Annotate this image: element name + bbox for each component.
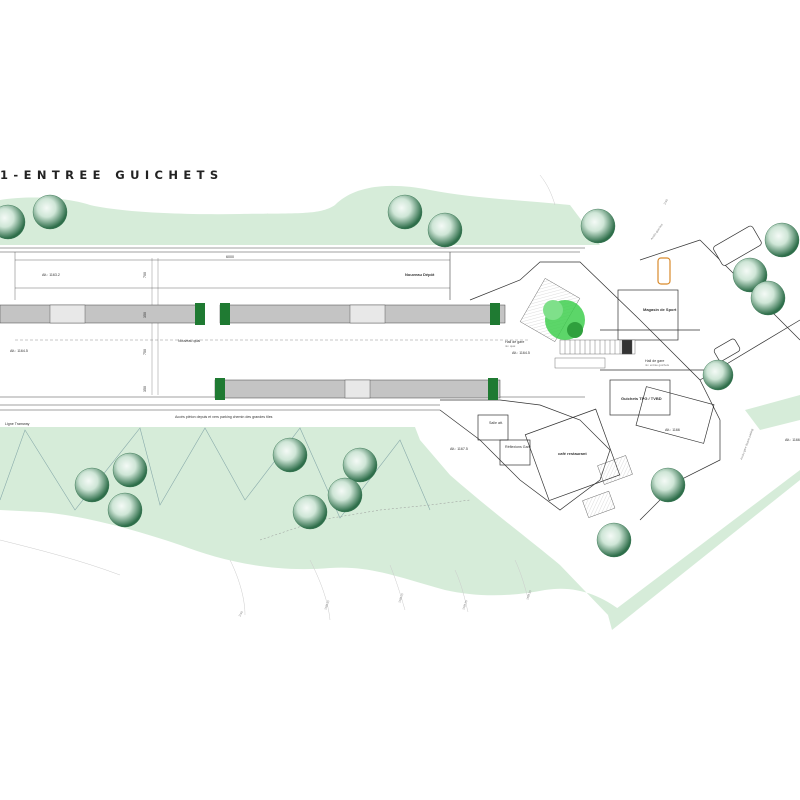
tree <box>580 208 616 244</box>
tree <box>32 194 68 230</box>
tree <box>327 477 363 513</box>
alt-plaza: Alt.: 1166 <box>665 428 680 432</box>
label-reflexions: Réflexions Gare <box>505 445 531 449</box>
green-zone-north <box>0 185 600 245</box>
tree <box>387 194 423 230</box>
alt-south: Alt.: 1167.5 <box>450 447 468 451</box>
alt-east: Alt.: 1166 <box>785 438 800 442</box>
label-acces-quai-bus: Accès quai bus <box>650 222 665 240</box>
green-zone-east <box>608 470 800 630</box>
tree <box>702 359 734 391</box>
trees <box>0 194 800 558</box>
train-track-1 <box>0 303 506 325</box>
dim-platform-width: 750 <box>143 349 147 355</box>
label-hall-gare-level: niv. quai <box>505 344 516 348</box>
label-cafe-restaurant: café restaurant <box>558 451 587 456</box>
plan-title: 1-ENTREE GUICHETS <box>0 168 224 182</box>
bus <box>713 225 762 266</box>
label-salle-att: Salle att. <box>489 421 503 425</box>
tree <box>272 437 308 473</box>
dim-platform-length: 6000 <box>226 255 234 259</box>
label-acces-gare: Accès gare depuis parking <box>739 428 754 461</box>
alt-hall: Alt.: 1164.5 <box>512 351 530 355</box>
tree <box>112 452 148 488</box>
contour-label: 1166.50 <box>323 599 330 610</box>
car-grey <box>713 338 741 362</box>
contour-label: 1166.25 <box>461 599 468 610</box>
car-orange <box>657 257 671 285</box>
accent-tree <box>543 300 585 340</box>
tree <box>650 467 686 503</box>
contour-label: 1166.00 <box>397 592 404 603</box>
tree <box>750 280 786 316</box>
tree <box>0 204 26 240</box>
tree <box>427 212 463 248</box>
alt-north: Alt.: 1163.2 <box>42 273 60 277</box>
dim-track-spacing-bottom: 350 <box>143 386 147 392</box>
path-dashed <box>259 499 471 541</box>
tree <box>764 222 800 258</box>
label-nouveau-depot: Nouveau Dépôt <box>405 272 435 277</box>
tree <box>596 522 632 558</box>
contour-label: 1166.50 <box>525 589 532 600</box>
label-guichets: Guichets TPG / TVBD <box>621 396 662 401</box>
contour-label: 1165 <box>662 198 669 206</box>
dim-track-spacing-top: 700 <box>143 272 147 278</box>
label-acces-pieton: Accès piéton depuis et vers parking chem… <box>175 415 273 419</box>
label-hall-gare-plaza: Hall de gare <box>645 359 664 363</box>
alt-platform: Alt.: 1164.5 <box>10 349 28 353</box>
label-hall-gare: Hall de gare <box>505 340 524 344</box>
tree <box>292 494 328 530</box>
train-track-2 <box>214 378 501 400</box>
label-magasin-sport: Magasin de Sport <box>643 307 677 312</box>
tree <box>732 257 768 293</box>
tree <box>107 492 143 528</box>
label-nouveau-quai: Nouveau quai <box>178 339 200 343</box>
platform-structure <box>0 247 585 411</box>
dim-track-spacing-mid: 350 <box>143 312 147 318</box>
label-ligne-tram: Ligne Tramway <box>5 422 30 426</box>
contour-lines <box>0 174 556 621</box>
tree <box>74 467 110 503</box>
contour-label: 1165 <box>237 610 244 618</box>
green-zone-east-strip <box>745 395 800 430</box>
tree <box>342 447 378 483</box>
label-hall-gare-plaza-level: niv. entrée guichets <box>645 363 670 367</box>
